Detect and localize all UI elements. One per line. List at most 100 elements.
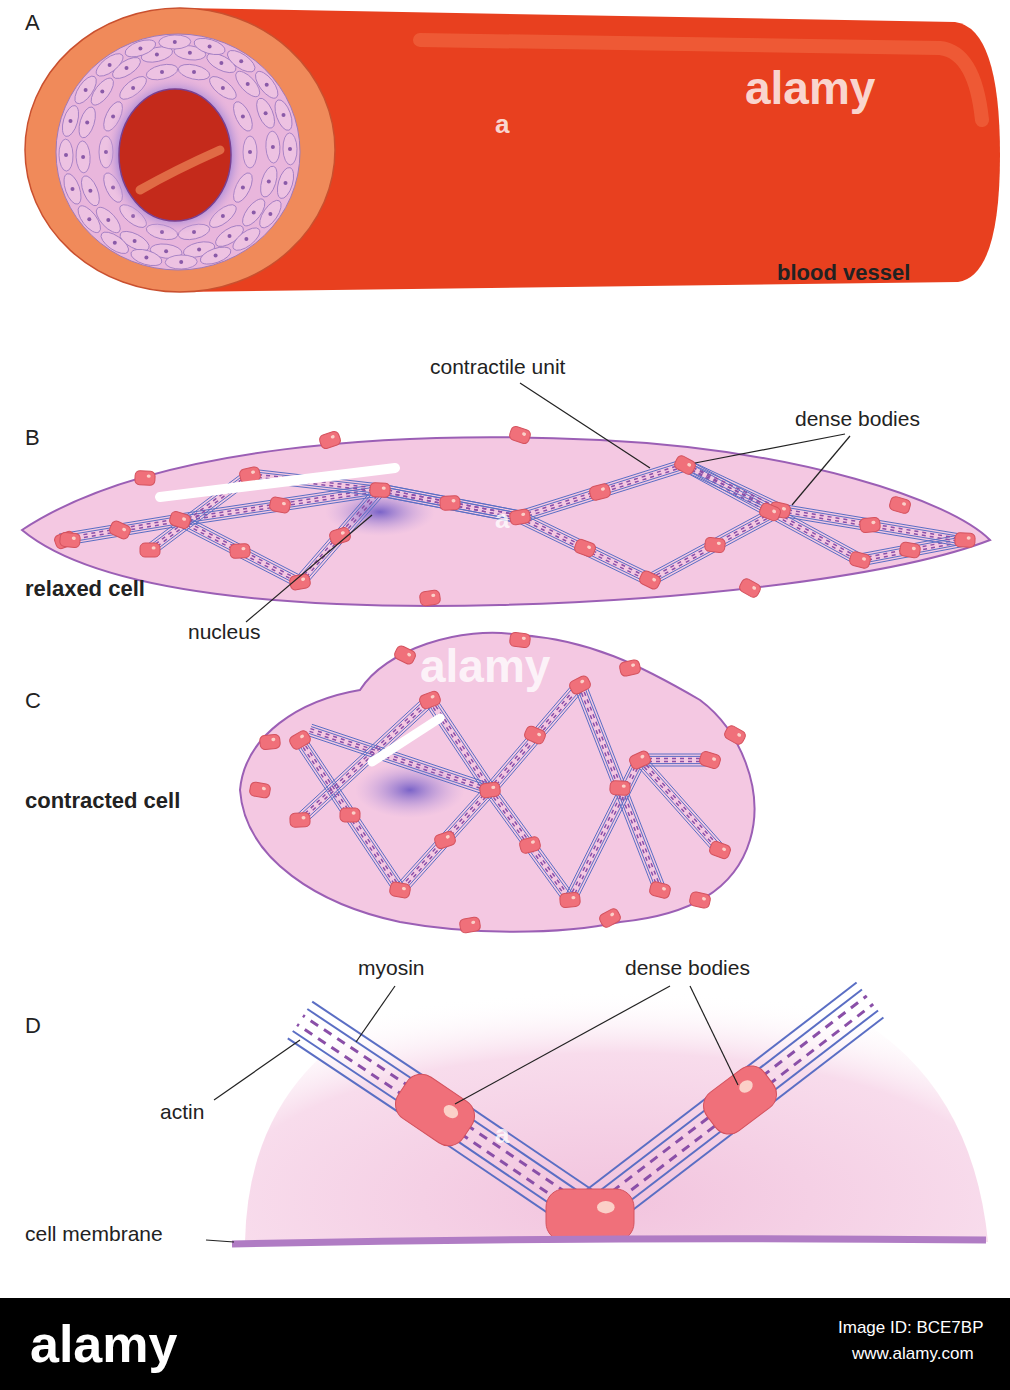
dense-body [859, 517, 880, 533]
dense-body [610, 780, 631, 795]
muscle-cell [192, 35, 227, 57]
myosin-filament [301, 701, 431, 821]
panel-title: blood vessel [777, 260, 910, 285]
actin-filament [305, 494, 385, 586]
actin-filament [493, 788, 573, 898]
leader-line [792, 436, 850, 505]
cell-nucleus-dot [246, 82, 250, 86]
muscle-cell [59, 104, 81, 139]
cell-nucleus-dot [173, 40, 177, 44]
actin-filament [396, 786, 486, 886]
actin-filament [565, 757, 635, 897]
actin-filament [183, 515, 303, 577]
cell-nucleus-dot [192, 70, 196, 74]
stock-logo: alamy [30, 1315, 177, 1375]
leader-line [246, 515, 372, 622]
myosin-filament [780, 509, 960, 539]
actin-filament [644, 756, 724, 846]
dense-body [689, 891, 712, 909]
cell-nucleus-dot [219, 61, 223, 65]
myosin-filament [649, 509, 779, 579]
part-label: cell membrane [25, 1222, 163, 1246]
dense-body [393, 644, 417, 665]
actin-filament [487, 792, 567, 902]
dense-body [230, 543, 251, 558]
actin-filament [146, 470, 246, 545]
dense-body [573, 538, 597, 558]
cell-nucleus-dot [125, 66, 129, 70]
dense-body [697, 1059, 783, 1141]
muscle-cell [75, 141, 91, 174]
contractile-band [296, 696, 434, 825]
dense-body [259, 734, 280, 750]
leader-line [690, 986, 738, 1085]
dense-body [899, 542, 921, 559]
myosin-filament [686, 464, 861, 559]
contractile-band [425, 697, 495, 794]
part-label: dense bodies [795, 407, 920, 431]
actin-filament [648, 507, 778, 577]
myosin-filament [179, 521, 299, 583]
dense-body [723, 724, 747, 746]
cell-nucleus-dot [71, 187, 75, 191]
leader-line [695, 434, 845, 463]
cell-nucleus-dot [84, 88, 88, 92]
muscle-cells [59, 35, 298, 270]
dense-body [559, 892, 580, 908]
dense-body [955, 533, 975, 548]
actin-filament [643, 758, 723, 848]
myosin-filament [571, 761, 641, 901]
contractile-band [859, 534, 966, 566]
leader-lines [206, 383, 850, 1242]
muscle-cell [272, 98, 296, 133]
myosin-filament [780, 511, 960, 541]
muscle-cell [274, 166, 296, 201]
cell-nucleus-dot [268, 212, 272, 216]
contractile-band [517, 512, 652, 586]
dense-body [509, 509, 531, 526]
actin-filament [485, 794, 565, 904]
stock-url: www.alamy.com [852, 1344, 974, 1364]
dense-body [419, 590, 441, 607]
actin-filament [521, 468, 686, 520]
cell-nucleus-dot [244, 237, 248, 241]
cell-nucleus-dot [113, 241, 117, 245]
actin-filament [303, 738, 403, 888]
dense-body [108, 520, 132, 541]
cell-streak [372, 718, 440, 762]
vessel-highlight [420, 40, 982, 120]
muscle-cell [265, 131, 281, 164]
actin-filament [296, 696, 426, 816]
cell-nucleus-dot [164, 249, 168, 253]
contractile-band [518, 459, 687, 522]
myosin-filament [399, 789, 489, 889]
dense-body [758, 502, 782, 522]
actin-filament [779, 516, 959, 546]
myosin-filament [639, 761, 719, 851]
dense-body [523, 725, 547, 746]
cell-nucleus-dot [208, 45, 212, 49]
dense-body [433, 830, 456, 849]
actin-filament [493, 687, 583, 792]
dense-body [459, 917, 481, 934]
myosin-filament [519, 518, 649, 581]
panel-letter: A [25, 10, 40, 35]
cell-nucleus-dot [214, 254, 218, 258]
cell-nucleus-dot [133, 239, 137, 243]
contractile-band [396, 786, 495, 894]
dense-body [568, 674, 592, 696]
cell-nucleus-dot [197, 248, 201, 252]
cell-nucleus-dot [241, 114, 245, 118]
cell-nucleus-dot [87, 217, 91, 221]
actin-filament [573, 762, 643, 902]
myosin-filament [310, 729, 490, 789]
myosin-filament [431, 699, 491, 789]
muscle-cell [71, 73, 101, 107]
muscle-cell [78, 173, 103, 208]
membrane-line [232, 1239, 986, 1244]
actin-filament [781, 506, 961, 536]
actin-filament [652, 513, 782, 583]
muscle-cell [257, 164, 280, 199]
muscle-cell [129, 246, 164, 268]
cell-nucleus-dot [85, 120, 89, 124]
